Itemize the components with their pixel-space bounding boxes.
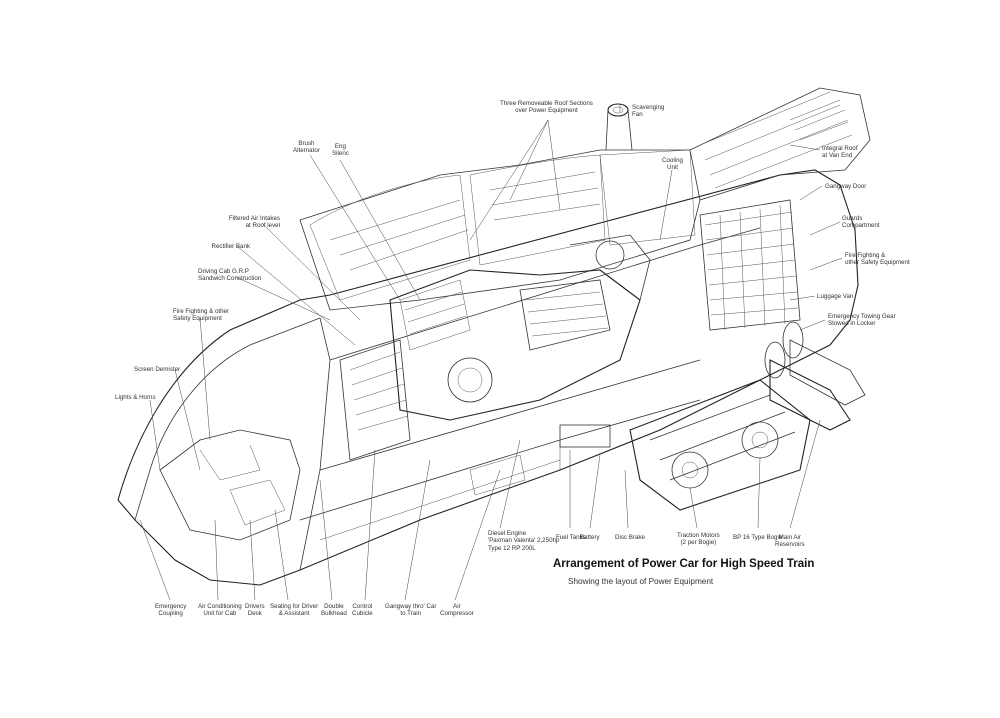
label-guards-compartment: Guards Compartment	[842, 215, 880, 230]
label-lights-horns: Lights & Horns	[115, 394, 156, 401]
label-roof-sections: Three Removeable Roof Sections over Powe…	[500, 100, 593, 115]
label-rectifier-bank: Rectifier Bank	[211, 243, 250, 250]
label-main-air: Main Air Reservoirs	[775, 534, 805, 549]
diagram-title: Arrangement of Power Car for High Speed …	[553, 558, 815, 570]
underframe	[299, 399, 701, 541]
label-brush-alternator: Brush Alternator	[293, 140, 320, 155]
label-filtered-air: Filtered Air Intakes at Roof level	[228, 215, 280, 230]
label-fire-fighting-left: Fire Fighting & other Safety Equipment	[173, 308, 230, 323]
label-gangway-door: Gangway Door	[825, 183, 867, 190]
label-gangway-thro: Gangway thro' Car to Train	[385, 603, 437, 618]
label-cooling-unit: Cooling Unit	[662, 157, 683, 172]
label-driving-cab: Driving Cab G.R.P Sandwich Construction	[198, 268, 262, 283]
label-air-compressor: Air Compressor	[440, 603, 474, 618]
label-drivers-desk: Drivers Desk	[245, 603, 265, 618]
label-battery: Battery	[580, 534, 600, 541]
car-body-outline	[117, 169, 859, 586]
leader-lines	[139, 104, 843, 601]
scavenging-fan	[605, 103, 633, 151]
label-emergency-coupling: Emergency Coupling	[155, 603, 187, 618]
driving-cab	[159, 339, 411, 541]
label-fuel-tanks: Fuel Tanks	[556, 534, 586, 541]
label-screen-demister: Screen Demister	[134, 366, 181, 373]
label-traction-motors: Traction Motors (2 per Bogie)	[677, 532, 720, 547]
label-scavenging-fan: Scavenging Fan	[632, 104, 665, 119]
label-eng-silenc: Eng Silenc	[332, 143, 349, 158]
label-luggage-van: Luggage Van	[817, 293, 854, 300]
diesel-engine-block	[389, 234, 651, 421]
label-seating: Seating for Driver & Assistant	[270, 603, 319, 618]
roof-sections	[299, 149, 701, 311]
label-diesel-engine: Diesel Engine 'Paxman Valenta' 2,250hp T…	[488, 530, 560, 552]
diagram-subtitle: Showing the layout of Power Equipment	[568, 577, 714, 586]
integral-roof	[689, 87, 871, 201]
label-fire-fighting-right: Fire Fighting & other Safety Equipment	[845, 252, 910, 267]
main-air-reservoirs	[764, 321, 866, 431]
label-integral-roof: Integral Roof at Van End	[822, 145, 858, 160]
label-control-cubicle: Control Cubicle	[352, 603, 373, 618]
label-air-conditioning: Air Conditioning Unit for Cab	[198, 603, 242, 618]
label-double-bulkhead: Double Bulkhead	[321, 603, 347, 618]
label-towing-gear: Emergency Towing Gear Stowed in Locker	[828, 313, 896, 328]
cooling-unit	[699, 199, 801, 331]
label-disc-brake: Disc Brake	[615, 534, 645, 541]
label-bp-bogie: BP 16 Type Bogie	[733, 534, 783, 541]
